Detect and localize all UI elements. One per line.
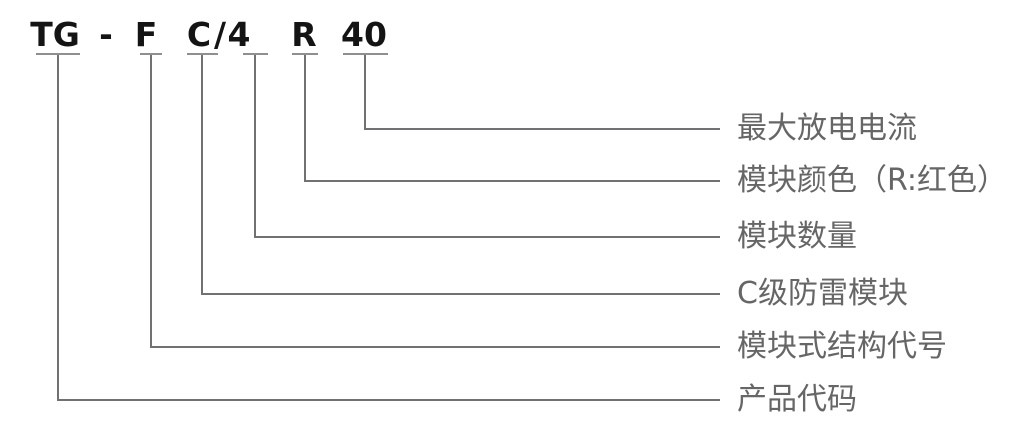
leader-hline-TG: [57, 399, 720, 401]
underline-R: [292, 53, 318, 55]
legend-label-TG: 产品代码: [737, 382, 857, 417]
leader-hline-F: [150, 346, 720, 348]
legend-label-F: 模块式结构代号: [737, 329, 947, 364]
code-token-4: 4: [227, 15, 251, 54]
underline-40: [342, 53, 388, 55]
legend-label-4: 模块数量: [737, 219, 857, 254]
legend-label-40: 最大放电电流: [737, 111, 917, 146]
legend-label-C: C级防雷模块: [737, 276, 908, 311]
code-token-C: C: [186, 15, 212, 54]
leader-hline-C: [201, 293, 720, 295]
code-token-R: R: [291, 15, 317, 54]
leader-hline-R: [304, 180, 720, 182]
leader-vline-4: [254, 55, 256, 238]
underline-F: [140, 53, 162, 55]
legend-label-R: 模块颜色（R:红色）: [737, 163, 1008, 198]
code-token-/: /: [213, 15, 227, 54]
underline-C: [186, 53, 218, 55]
code-token--: -: [99, 15, 113, 54]
leader-vline-40: [364, 55, 366, 130]
underline-4: [242, 53, 268, 55]
code-token-40: 40: [341, 15, 387, 54]
underline-TG: [36, 53, 80, 55]
code-token-TG: TG: [30, 15, 80, 54]
leader-vline-C: [201, 55, 203, 295]
leader-hline-4: [254, 236, 720, 238]
code-token-F: F: [134, 15, 158, 54]
leader-vline-R: [304, 55, 306, 182]
leader-vline-TG: [57, 55, 59, 401]
leader-vline-F: [150, 55, 152, 348]
leader-hline-40: [364, 128, 720, 130]
